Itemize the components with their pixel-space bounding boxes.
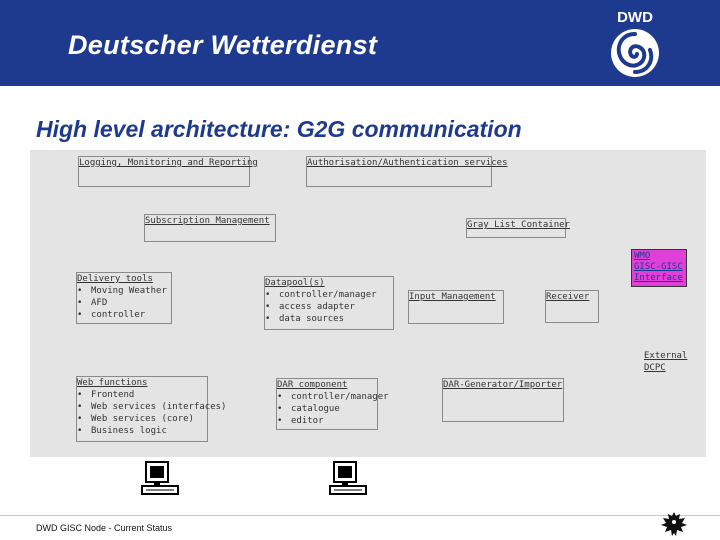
list-item: Business logic [77,425,207,437]
web-functions-box: Web functions Frontend Web services (int… [76,376,226,442]
federal-eagle-icon [661,512,687,536]
dwd-logo-icon: DWD [611,9,659,77]
list-item: controller/manager [277,391,389,403]
auth-box-title: Authorisation/Authentication services [307,158,508,168]
wmo-line: Interface [634,273,683,283]
list-item: access adapter [265,301,393,313]
external-dcpc-label: External DCPC [644,350,688,374]
dar-component-box: DAR component controller/manager catalog… [276,378,389,430]
list-item: controller [77,309,171,321]
header-title: Deutscher Wetterdienst [68,30,378,60]
dar-component-title: DAR component [277,380,348,390]
list-item: controller/manager [265,289,393,301]
footer-text: DWD GISC Node - Current Status [36,523,173,533]
input-management-box: Input Management [408,290,504,324]
external-dcpc-line: DCPC [644,363,666,373]
footer-divider [0,515,720,516]
subscription-box: Subscription Management [144,214,276,242]
delivery-tools-title: Delivery tools [77,274,153,284]
external-dcpc-line: External [644,351,688,361]
list-item: Frontend [77,389,207,401]
slide-title: High level architecture: G2G communicati… [36,116,522,142]
computer-icon [141,461,179,495]
web-functions-title: Web functions [77,378,148,388]
datapool-title: Datapool(s) [265,278,325,288]
dwd-logo-text: DWD [617,9,653,26]
input-management-title: Input Management [409,292,496,302]
header-banner: Deutscher Wetterdienst DWD [0,0,720,86]
wmo-line: GISC-GISC [634,262,683,272]
list-item: Web services (interfaces) [77,401,226,413]
receiver-title: Receiver [546,292,590,302]
architecture-diagram: Logging, Monitoring and Reporting Author… [30,150,706,457]
list-item: editor [277,415,377,427]
subscription-box-title: Subscription Management [145,216,270,226]
graylist-box-title: Gray List Container [467,220,570,230]
delivery-tools-box: Delivery tools Moving Weather AFD contro… [76,272,172,324]
receiver-box: Receiver [545,290,599,323]
list-item: Web services (core) [77,413,207,425]
auth-box: Authorisation/Authentication services [306,156,508,187]
list-item: data sources [265,313,393,325]
graylist-box: Gray List Container [466,218,570,238]
wmo-line: WMO [634,251,651,261]
dar-generator-title: DAR-Generator/Importer [443,380,563,390]
list-item: AFD [77,297,171,309]
logging-box: Logging, Monitoring and Reporting [78,156,258,187]
wmo-interface-box: WMO GISC-GISC Interface [631,249,687,287]
list-item: Moving Weather [77,285,171,297]
dar-generator-box: DAR-Generator/Importer [442,378,564,422]
datapool-box: Datapool(s) controller/manager access ad… [264,276,394,330]
computer-icon [329,461,367,495]
list-item: catalogue [277,403,377,415]
logging-box-title: Logging, Monitoring and Reporting [79,158,258,168]
